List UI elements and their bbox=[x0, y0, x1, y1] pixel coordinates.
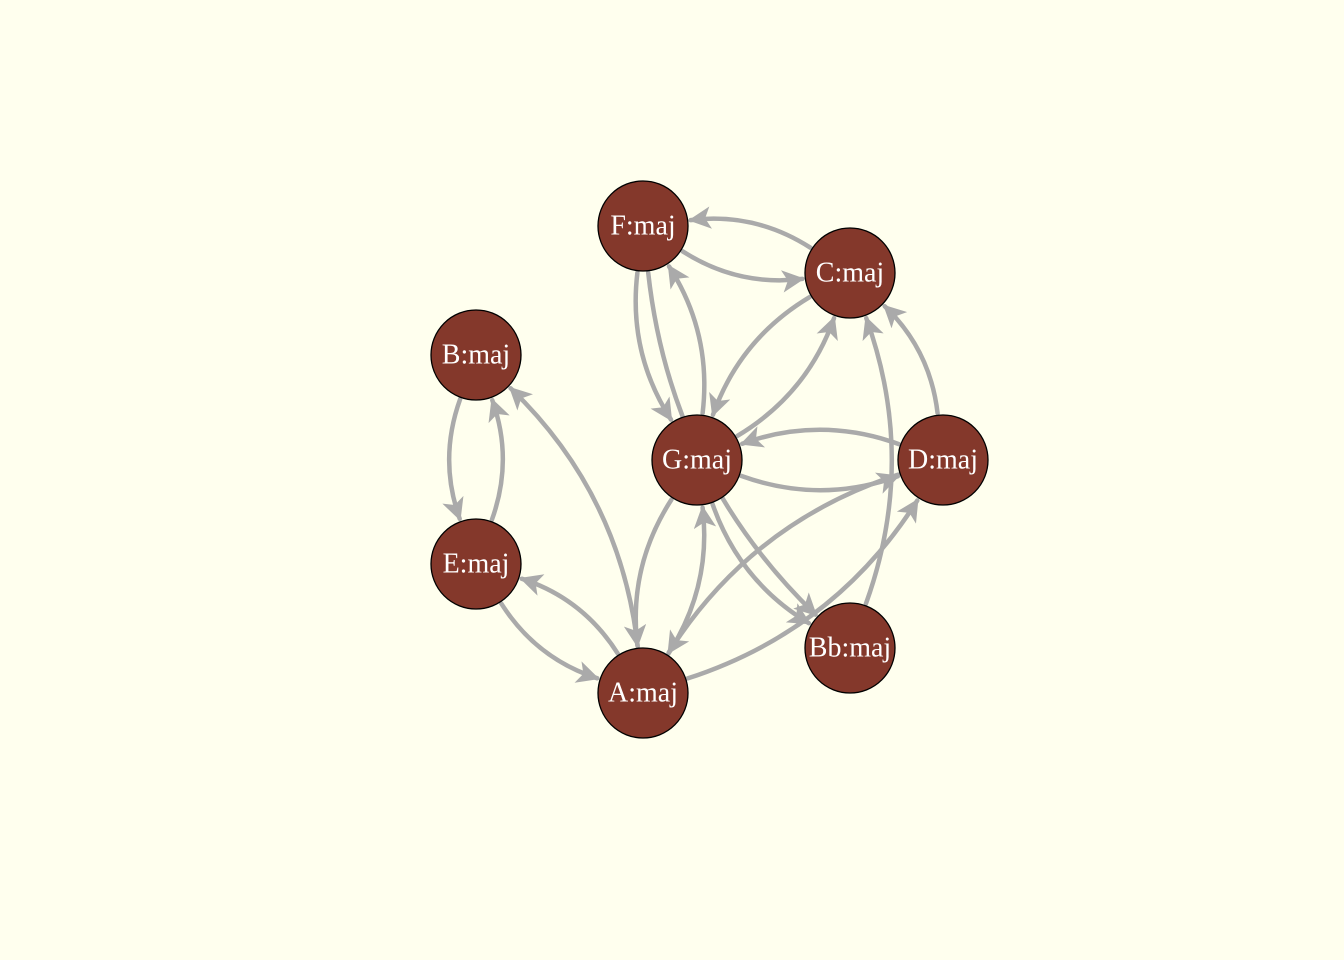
node-bb-maj-label: Bb:maj bbox=[809, 633, 891, 664]
edge-fmaj-to-cmaj bbox=[680, 249, 805, 293]
node-d-maj-label: D:maj bbox=[908, 445, 978, 476]
node-g-maj[interactable]: G:maj bbox=[651, 414, 743, 506]
edge-dmaj-to-amaj bbox=[666, 472, 901, 655]
edge-amaj-to-bmaj bbox=[508, 386, 640, 649]
edge-gmaj-to-amaj bbox=[623, 497, 674, 648]
edge-dmaj-to-cmaj bbox=[882, 303, 940, 416]
node-c-maj-circle bbox=[804, 227, 896, 319]
edge-cmaj-to-fmaj bbox=[688, 206, 813, 250]
edge-bbmaj-to-cmaj bbox=[862, 315, 895, 607]
edge-amaj-to-emaj bbox=[519, 574, 620, 656]
node-d-maj[interactable]: D:maj bbox=[897, 414, 989, 506]
node-g-maj-circle bbox=[651, 414, 743, 506]
node-e-maj[interactable]: E:maj bbox=[430, 518, 522, 610]
node-c-maj-label: C:maj bbox=[816, 258, 884, 289]
node-f-maj[interactable]: F:maj bbox=[597, 180, 689, 272]
node-b-maj-label: B:maj bbox=[442, 340, 510, 371]
node-c-maj[interactable]: C:maj bbox=[804, 227, 896, 319]
edge-dmaj-to-gmaj bbox=[739, 426, 902, 448]
node-e-maj-label: E:maj bbox=[443, 549, 510, 580]
node-a-maj-circle bbox=[597, 647, 689, 739]
node-d-maj-circle bbox=[897, 414, 989, 506]
edge-bmaj-to-emaj bbox=[442, 396, 464, 522]
edge-gmaj-to-bbmaj bbox=[710, 502, 812, 626]
edge-gmaj-to-cmaj bbox=[735, 315, 838, 439]
edge-fmaj-to-gmaj bbox=[633, 270, 674, 422]
edge-amaj-to-dmaj bbox=[685, 498, 920, 681]
node-bb-maj[interactable]: Bb:maj bbox=[804, 602, 896, 694]
node-e-maj-circle bbox=[430, 518, 522, 610]
node-b-maj[interactable]: B:maj bbox=[430, 309, 522, 401]
node-bb-maj-circle bbox=[804, 602, 896, 694]
node-a-maj[interactable]: A:maj bbox=[597, 647, 689, 739]
edge-emaj-to-amaj bbox=[499, 601, 600, 683]
node-b-maj-circle bbox=[430, 309, 522, 401]
edge-emaj-to-bmaj bbox=[488, 397, 510, 523]
node-f-maj-label: F:maj bbox=[610, 211, 675, 242]
nodes-layer: F:maj C:maj B:maj G:maj D:maj E:maj Bb:m… bbox=[430, 180, 989, 739]
edge-cmaj-to-gmaj bbox=[709, 294, 812, 418]
node-g-maj-label: G:maj bbox=[662, 445, 732, 476]
edge-gmaj-to-fmaj bbox=[666, 264, 707, 416]
node-a-maj-label: A:maj bbox=[608, 678, 678, 709]
node-f-maj-circle bbox=[597, 180, 689, 272]
edge-amaj-to-gmaj bbox=[666, 505, 717, 656]
